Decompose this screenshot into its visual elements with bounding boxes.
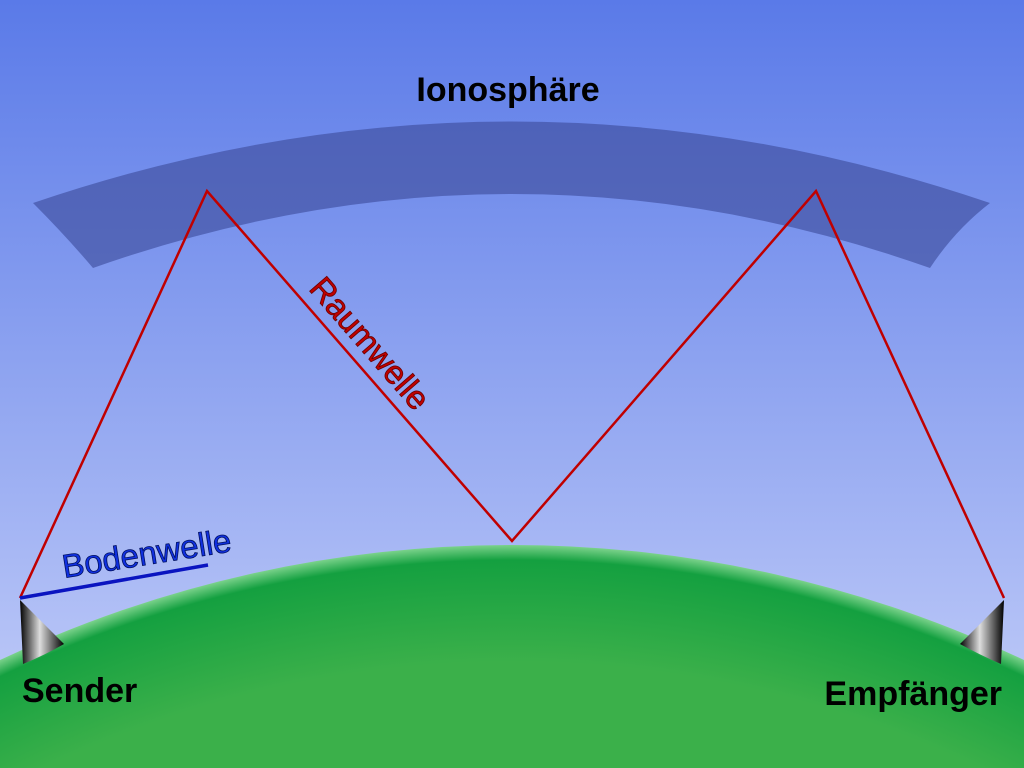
ionosphere-layer (33, 121, 990, 268)
ground-wave-path (19, 563, 209, 600)
sky-wave-path (18, 188, 1006, 599)
receiver-antenna (960, 600, 1004, 664)
earth (0, 544, 1024, 768)
receiver-label: Empfänger (824, 675, 1002, 713)
sender-antenna (20, 600, 64, 664)
sender-label: Sender (22, 672, 137, 710)
ionosphere-label: Ionosphäre (416, 71, 599, 109)
